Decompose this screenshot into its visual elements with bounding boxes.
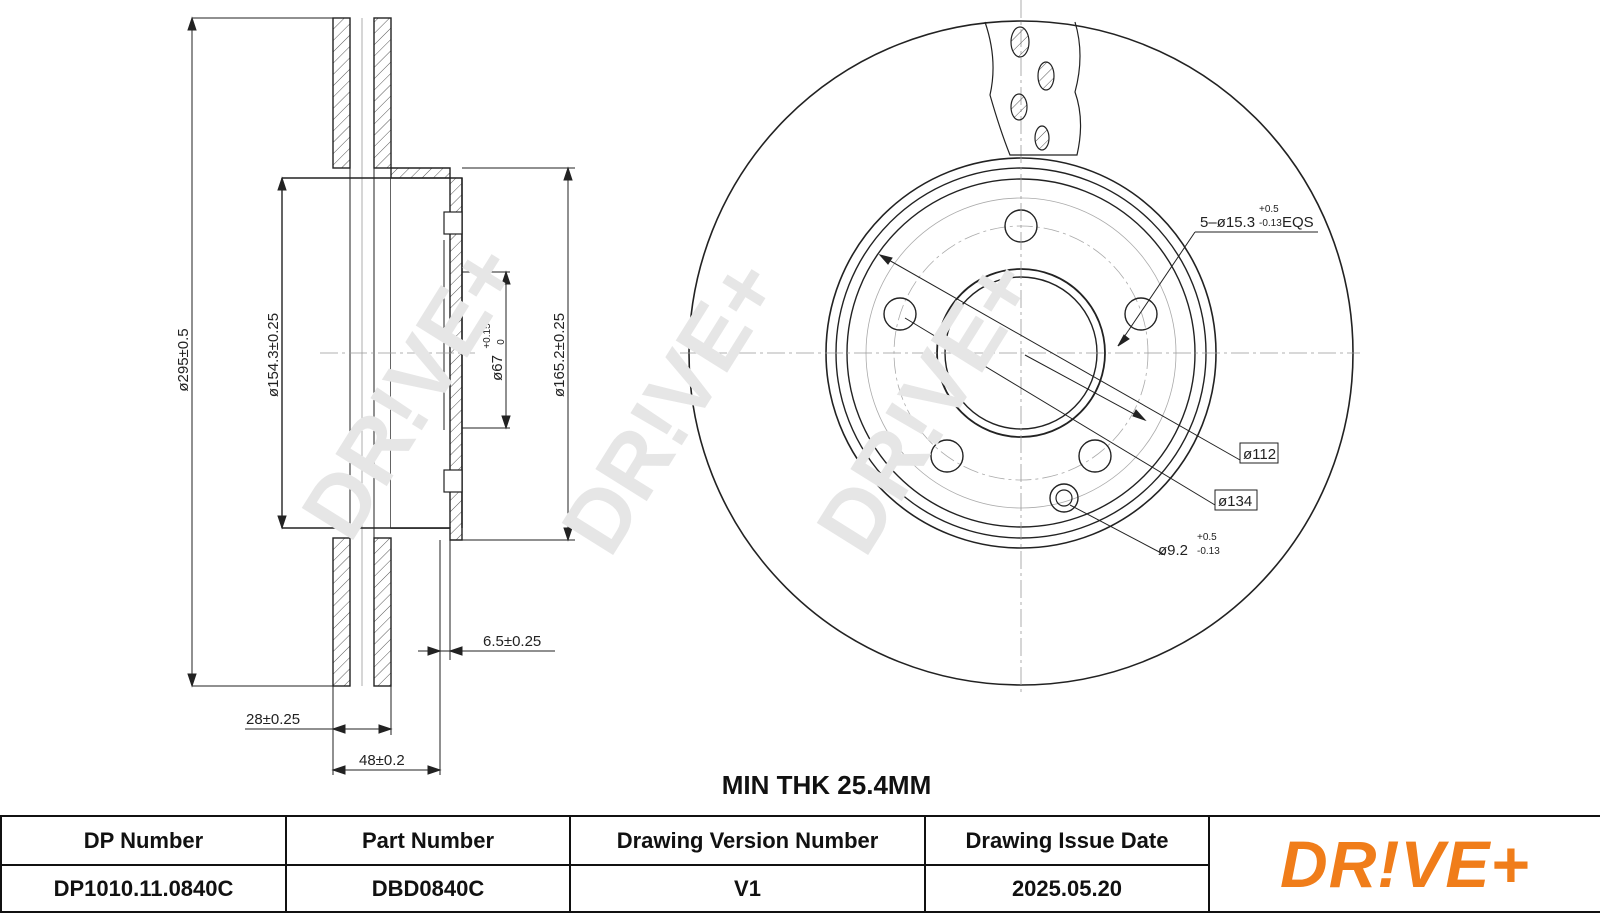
small-hole-tol-lower: -0.13 [1197, 546, 1220, 557]
min-thickness-note: MIN THK 25.4MM [721, 770, 932, 800]
header-issue-date: Drawing Issue Date [924, 815, 1210, 866]
centre-bore-tol-lower: 0 [496, 339, 507, 345]
front-view [680, 0, 1360, 692]
small-hole-tol-upper: +0.5 [1197, 532, 1217, 543]
centre-bore-label: ø67 [489, 355, 506, 381]
bolt-holes-tol-lower: -0.13 [1259, 218, 1282, 229]
side-dimension-labels: ø295±0.5 ø154.3±0.25 ø67 +0.15 0 ø165.2±… [175, 313, 568, 769]
header-part-number: Part Number [285, 815, 571, 866]
front-leader-lines [878, 231, 1318, 556]
value-part-number: DBD0840C [285, 864, 571, 913]
inner-diameter-label: ø154.3±0.25 [265, 313, 282, 397]
small-hole-label: ø9.2 [1158, 542, 1188, 559]
overall-height-label: 48±0.2 [359, 752, 405, 769]
pcd-label: ø112 [1243, 446, 1276, 463]
bolt-holes-tol-upper: +0.5 [1259, 204, 1279, 215]
logo-cell: DR!VE+ [1208, 815, 1600, 913]
bolt-holes-suffix: EQS [1282, 214, 1314, 231]
value-issue-date: 2025.05.20 [924, 864, 1210, 913]
header-dp-number: DP Number [0, 815, 287, 866]
header-drawing-version: Drawing Version Number [569, 815, 926, 866]
watermark-middle: DR!VE+ [542, 242, 798, 570]
centre-bore-tol-upper: +0.15 [482, 323, 493, 349]
value-dp-number: DP1010.11.0840C [0, 864, 287, 913]
hat-thickness-label: 6.5±0.25 [483, 633, 541, 650]
brand-logo: DR!VE+ [1280, 827, 1530, 901]
outer-ring-label: ø134 [1218, 493, 1252, 510]
bolt-holes-label: 5–ø15.3 [1200, 214, 1255, 231]
value-drawing-version: V1 [569, 864, 926, 913]
outer-diameter-label: ø295±0.5 [175, 328, 192, 391]
front-dimension-labels: 5–ø15.3 +0.5 -0.13 EQS ø112 ø134 ø9.2 +0… [1158, 204, 1314, 559]
disc-thickness-label: 28±0.25 [246, 711, 300, 728]
side-dimension-lines [187, 16, 575, 775]
title-block: DP Number Part Number Drawing Version Nu… [0, 815, 1600, 913]
hat-diameter-label: ø165.2±0.25 [551, 313, 568, 397]
side-section-view [281, 17, 475, 687]
